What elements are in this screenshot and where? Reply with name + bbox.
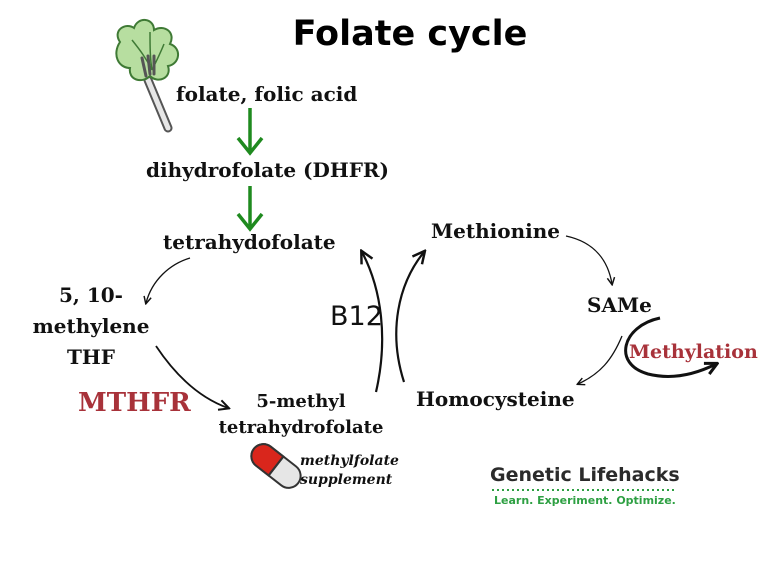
methylene-line-1: 5, 10-: [59, 283, 123, 307]
green-arrow-dhfr-to-thf: [236, 186, 264, 232]
capsule-pill-icon: [250, 443, 302, 489]
node-homocysteine: Homocysteine: [416, 387, 575, 411]
supplement-label: methylfolate supplement: [300, 452, 399, 490]
supplement-line-2: supplement: [300, 472, 393, 488]
enzyme-mthfr: MTHFR: [78, 388, 191, 418]
arrow-methylthf-to-thf: [362, 252, 384, 393]
page-title: Folate cycle: [292, 14, 528, 54]
arrow-thf-to-methylene: [146, 257, 191, 303]
lettuce-fork-icon: [115, 19, 179, 133]
green-arrow-folate-to-dhfr: [236, 108, 264, 156]
node-same: SAMe: [587, 293, 652, 317]
arrow-homocysteine-to-methionine: [395, 252, 424, 383]
arrow-methionine-to-same: [565, 235, 612, 284]
methylene-line-2: methylene: [32, 314, 150, 338]
node-5-methyl-thf: 5-methyl tetrahydrofolate: [216, 389, 386, 441]
node-methionine: Methionine: [431, 219, 560, 243]
supplement-line-1: methylfolate: [300, 453, 399, 469]
arrow-methylation: [624, 316, 716, 378]
node-folate: folate, folic acid: [176, 82, 358, 106]
arrow-methylene-to-methylthf: [155, 345, 228, 408]
methylene-line-3: THF: [67, 345, 115, 369]
node-dhfr: dihydrofolate (DHFR): [146, 158, 390, 182]
methyl-thf-line-2: tetrahydrofolate: [218, 417, 384, 438]
node-thf: tetrahydofolate: [163, 230, 336, 254]
cofactor-b12: B12: [330, 301, 383, 332]
brand-name: Genetic Lifehacks: [490, 464, 680, 486]
node-methylene-thf: 5, 10- methylene THF: [26, 280, 156, 373]
process-methylation: Methylation: [629, 341, 758, 363]
brand-tagline: Learn. Experiment. Optimize.: [494, 494, 676, 507]
methyl-thf-line-1: 5-methyl: [256, 391, 346, 412]
arrow-same-to-homocysteine: [578, 335, 623, 384]
